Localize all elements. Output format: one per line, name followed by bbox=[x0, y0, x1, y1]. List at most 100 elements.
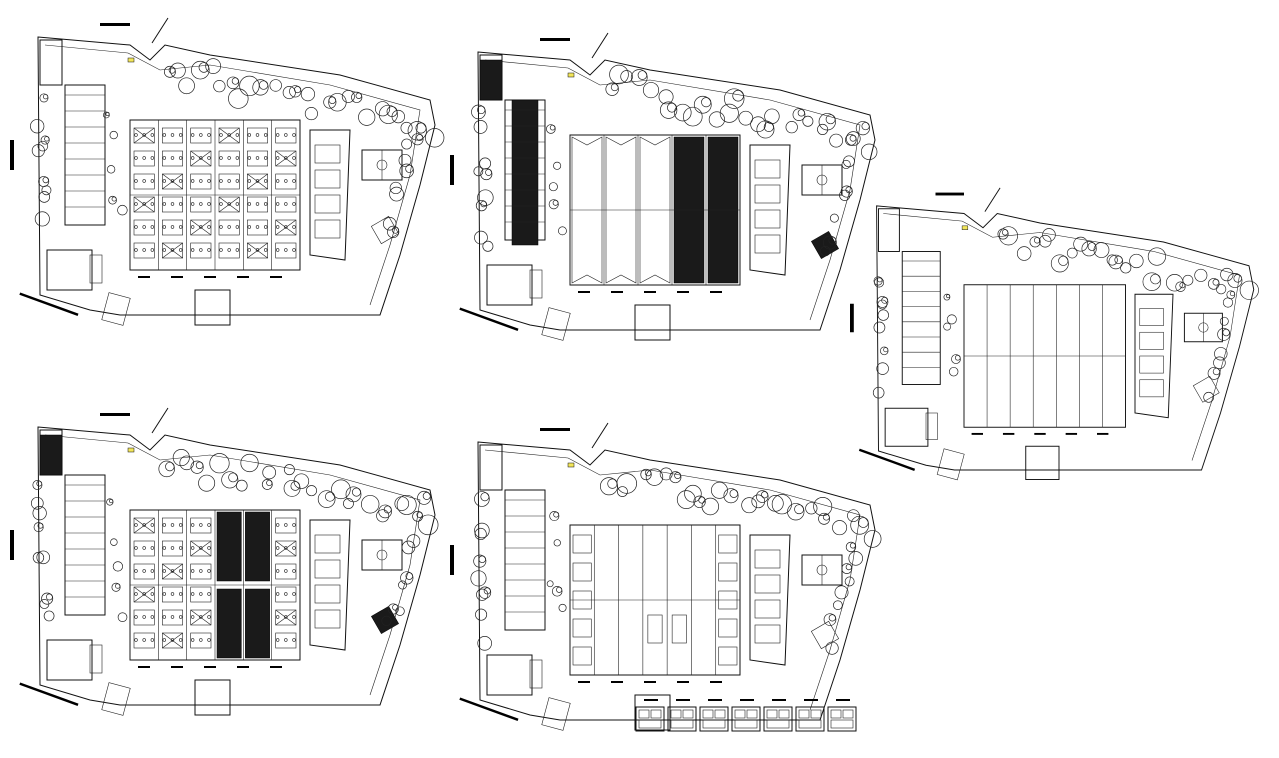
small-hut bbox=[936, 448, 965, 481]
furniture bbox=[190, 615, 195, 619]
tree bbox=[1058, 255, 1069, 266]
scale-bar bbox=[100, 23, 130, 26]
section-tick bbox=[971, 432, 983, 435]
room-stair bbox=[133, 196, 155, 213]
tree bbox=[645, 468, 664, 486]
tree bbox=[360, 495, 380, 514]
tree bbox=[829, 133, 844, 148]
right-annex bbox=[1134, 293, 1174, 419]
section-tick bbox=[171, 276, 183, 278]
court-circle bbox=[376, 159, 388, 171]
tree bbox=[478, 586, 492, 599]
room bbox=[275, 173, 297, 190]
tree bbox=[483, 587, 491, 595]
tree bbox=[841, 159, 851, 169]
section-tick bbox=[644, 291, 656, 293]
tree bbox=[863, 530, 882, 548]
site-boundary bbox=[37, 36, 436, 316]
tree bbox=[37, 140, 49, 152]
left-block bbox=[39, 39, 63, 86]
furniture bbox=[219, 156, 223, 160]
tile-room bbox=[798, 709, 810, 719]
furniture bbox=[284, 156, 288, 160]
detail-tile bbox=[763, 706, 793, 732]
tree bbox=[474, 527, 487, 540]
annex-room bbox=[1139, 355, 1164, 374]
site-boundary bbox=[477, 441, 876, 721]
tree bbox=[1219, 316, 1229, 326]
tree bbox=[412, 510, 423, 522]
tree bbox=[845, 134, 857, 146]
furniture bbox=[150, 179, 155, 183]
furniture bbox=[178, 248, 183, 252]
tree bbox=[358, 108, 376, 126]
furniture bbox=[219, 133, 223, 137]
tree bbox=[41, 185, 52, 196]
room bbox=[247, 127, 268, 144]
room bbox=[190, 632, 212, 649]
tree bbox=[36, 480, 43, 487]
section-tick bbox=[710, 291, 722, 293]
annex-room bbox=[754, 599, 781, 619]
left-wing-roof bbox=[511, 99, 539, 246]
annex-room bbox=[314, 219, 341, 239]
furniture bbox=[284, 225, 288, 229]
tree bbox=[860, 143, 878, 161]
furniture bbox=[162, 638, 167, 642]
tree bbox=[473, 554, 487, 568]
tree bbox=[405, 572, 414, 580]
room bbox=[718, 562, 738, 582]
section-tick bbox=[270, 666, 282, 668]
furniture bbox=[162, 569, 167, 573]
tree bbox=[877, 277, 883, 283]
tree bbox=[1207, 278, 1220, 290]
tree bbox=[40, 135, 50, 145]
tree bbox=[1166, 274, 1184, 292]
furniture bbox=[207, 546, 211, 550]
annex-room bbox=[754, 624, 781, 644]
tree bbox=[873, 276, 883, 286]
room bbox=[133, 219, 155, 236]
tree bbox=[1203, 391, 1215, 403]
furniture bbox=[142, 225, 146, 229]
furniture bbox=[170, 546, 175, 550]
furniture bbox=[178, 638, 183, 642]
tree bbox=[1227, 273, 1243, 288]
tile-room bbox=[798, 719, 822, 729]
tree bbox=[471, 104, 486, 120]
furniture bbox=[292, 248, 296, 252]
tree bbox=[637, 70, 648, 80]
tree bbox=[400, 121, 413, 134]
room-stair bbox=[133, 127, 155, 144]
room bbox=[133, 586, 155, 603]
side-marker bbox=[10, 140, 14, 170]
room-stair bbox=[247, 242, 268, 259]
furniture bbox=[178, 133, 183, 137]
furniture bbox=[142, 133, 146, 137]
furniture bbox=[235, 179, 240, 183]
right-annex bbox=[749, 534, 791, 666]
furniture bbox=[162, 546, 167, 550]
tree bbox=[378, 104, 398, 124]
tree bbox=[872, 386, 885, 399]
section-tick bbox=[1034, 432, 1046, 435]
tree bbox=[39, 599, 50, 609]
furniture bbox=[170, 615, 175, 619]
tree bbox=[552, 199, 559, 206]
furniture bbox=[207, 248, 211, 252]
furniture bbox=[178, 179, 183, 183]
furniture bbox=[150, 133, 155, 137]
tree bbox=[825, 641, 839, 655]
furniture bbox=[142, 202, 146, 206]
tree bbox=[168, 66, 176, 74]
tree bbox=[317, 490, 336, 508]
tree bbox=[474, 230, 488, 245]
tree bbox=[389, 186, 404, 202]
square-block bbox=[1025, 445, 1060, 480]
tree bbox=[108, 498, 114, 504]
tree bbox=[41, 592, 54, 605]
tree bbox=[855, 121, 870, 136]
tree bbox=[1215, 283, 1227, 295]
tree bbox=[756, 120, 775, 139]
tree bbox=[946, 294, 951, 299]
